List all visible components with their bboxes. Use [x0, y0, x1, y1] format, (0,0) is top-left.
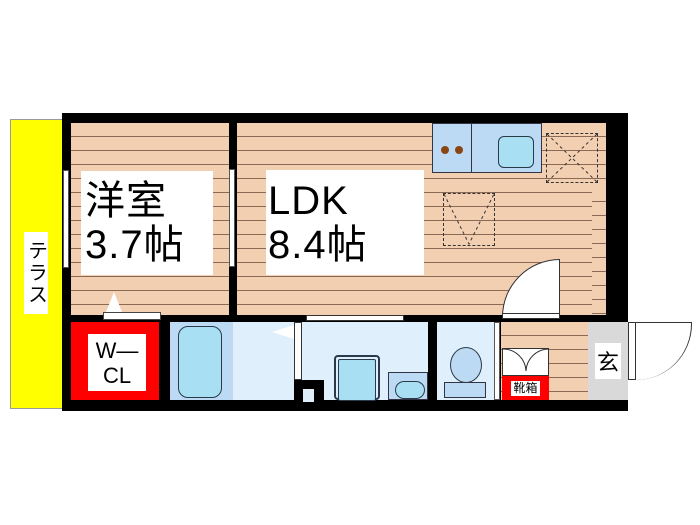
- washer-v-icon: [444, 194, 494, 245]
- shoe-box-doors: [502, 348, 549, 376]
- ldk-label: LDK 8.4帖: [266, 170, 424, 275]
- sliding-door: [229, 169, 235, 267]
- entrance: 玄: [588, 322, 628, 400]
- bedroom-door-marker: [106, 292, 122, 312]
- stove: [432, 123, 472, 173]
- terrace-label: テラス: [24, 232, 48, 314]
- washroom-sliding-door: [306, 315, 404, 321]
- bathroom: [170, 322, 233, 400]
- basin-icon: [395, 381, 425, 399]
- sink-icon: [498, 136, 534, 168]
- fridge-x-icon: [547, 134, 597, 182]
- bedroom-door: [103, 312, 161, 320]
- ldk-notch-wall: [606, 113, 628, 188]
- washroom-door: [294, 322, 302, 380]
- front-door[interactable]: [628, 322, 636, 380]
- toilet-door: [494, 322, 500, 400]
- toilet-tank-icon: [444, 382, 486, 398]
- wcl-label: W— CL: [88, 334, 146, 391]
- shower-unit: [334, 355, 380, 401]
- walk-in-closet: W— CL: [71, 322, 159, 400]
- ldk-floor-extension: [592, 188, 606, 315]
- bedroom-size: 3.7帖: [85, 223, 185, 267]
- bedroom-label: 洋室 3.7帖: [81, 171, 213, 275]
- pipe-shaft: [294, 380, 324, 402]
- washer-space: [443, 193, 495, 246]
- terrace: テラス: [10, 119, 63, 409]
- ldk-name: LDK: [268, 178, 349, 223]
- bedroom-name: 洋室: [85, 179, 167, 223]
- shoe-box: 靴箱: [502, 376, 549, 400]
- burner-icon: [441, 146, 449, 154]
- burner-icon: [455, 146, 463, 154]
- ldk-size: 8.4帖: [268, 222, 368, 267]
- sink-counter: [471, 123, 542, 173]
- bedroom-window: [63, 170, 69, 268]
- bathtub-icon: [178, 326, 222, 398]
- toilet-room: [437, 322, 494, 400]
- vanity: [388, 372, 428, 400]
- front-door-swing: [636, 322, 692, 380]
- shoe-box-door-icon: [503, 349, 549, 372]
- ldk-door: [502, 313, 560, 319]
- washroom-door-marker: [272, 325, 294, 339]
- toilet-bowl-icon: [450, 347, 482, 383]
- fridge-space: [546, 133, 598, 183]
